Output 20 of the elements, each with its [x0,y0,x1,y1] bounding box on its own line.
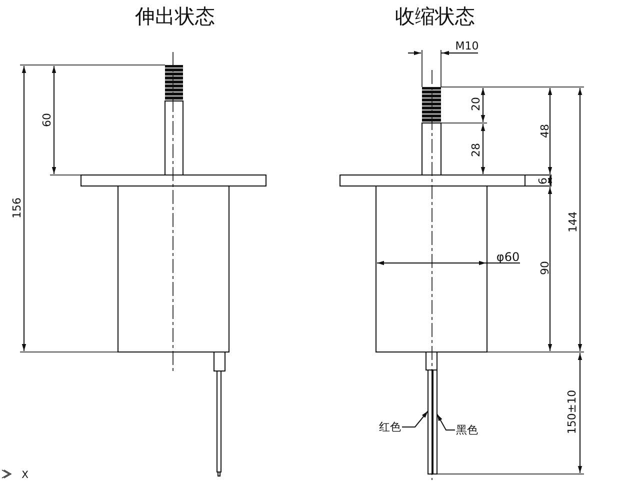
wire-label: 红色 [379,422,401,432]
dimension-label: φ60 [496,251,520,263]
view-title: 收缩状态 [395,6,475,26]
view-title: 伸出状态 [135,6,215,26]
axis-label: X [22,471,28,481]
dimension-label: 60 [42,113,52,127]
wire [432,370,438,474]
dimension-label: 28 [470,143,482,157]
dimension-label: 20 [470,97,482,111]
leader-line [402,410,428,428]
dimension-label: 48 [540,124,550,138]
wire-label: 黑色 [456,424,478,436]
dimension-label: 144 [568,212,578,232]
leader-line [436,414,456,430]
dimension-label: 150±10 [566,390,578,434]
dimension-label: M10 [455,40,479,52]
wire [428,370,432,474]
dimension-label: 156 [12,198,22,218]
dimension-label: 90 [540,261,550,275]
dimension-label: 6 [538,178,548,184]
